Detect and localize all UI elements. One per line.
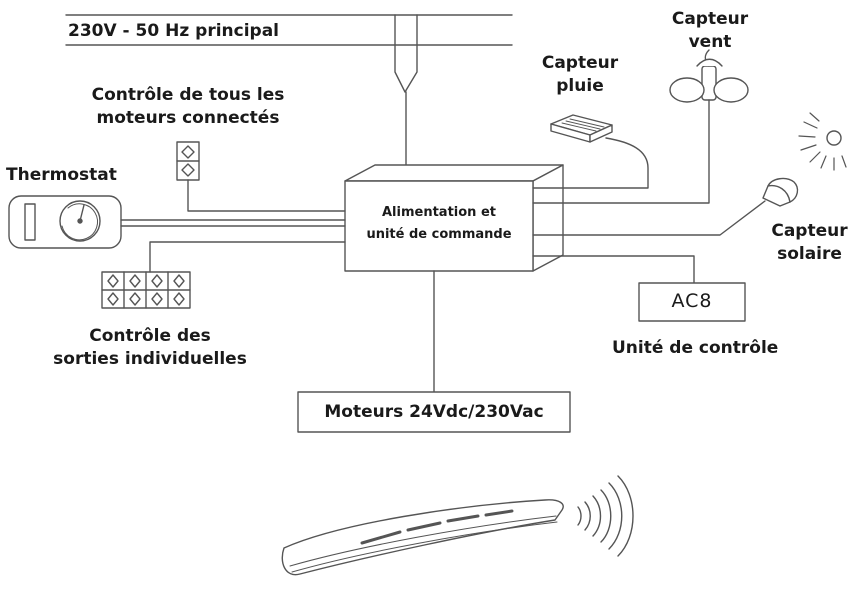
switch-bank-wire [149, 241, 346, 273]
remote-control-icon [281, 499, 564, 576]
mains-label: 230V - 50 Hz principal [68, 21, 280, 41]
individual-outputs-label-line2: sorties individuelles [53, 349, 247, 369]
control-unit-box [638, 282, 746, 322]
control-all-label-line1: Contrôle de tous les [91, 85, 285, 105]
wind-sensor-wire [532, 99, 710, 204]
rain-sensor-label-line2: pluie [556, 76, 604, 96]
rain-sensor-icon [550, 114, 613, 143]
solar-sensor-wire [532, 200, 766, 236]
control-all-wire [187, 179, 346, 212]
solar-sensor-label-line2: solaire [777, 244, 842, 264]
motors-label: Moteurs 24Vdc/230Vac [324, 402, 544, 422]
wind-sensor-label-line2: vent [688, 32, 732, 52]
switch-bank-icon [101, 271, 191, 309]
solar-sensor-label: Capteur solaire [760, 220, 859, 266]
individual-outputs-label-line1: Contrôle des [89, 326, 211, 346]
rain-sensor-label: Capteur pluie [530, 52, 630, 98]
power-unit-label-line2: unité de commande [366, 227, 512, 242]
control-all-label-line2: moteurs connectés [96, 108, 280, 128]
wind-sensor-label-line1: Capteur [671, 9, 749, 29]
control-unit-label: Unité de contrôle [612, 338, 779, 358]
power-unit-label: Alimentation et unité de commande [345, 202, 533, 246]
plug-icon [394, 14, 418, 93]
thermostat-icon [8, 195, 122, 249]
rain-sensor-label-line1: Capteur [541, 53, 619, 73]
thermostat-label: Thermostat [6, 165, 117, 185]
control-unit-code: AC8 [671, 290, 713, 312]
solar-sensor-icon [762, 177, 799, 207]
rain-sensor-wire [532, 137, 649, 189]
sun-icon [798, 112, 847, 171]
individual-outputs-label: Contrôle des sorties individuelles [30, 325, 270, 371]
wind-sensor-label: Capteur vent [665, 8, 755, 54]
solar-sensor-label-line1: Capteur [771, 221, 848, 241]
control-unit-wire [532, 255, 695, 284]
double-switch-icon [176, 141, 200, 181]
power-unit-label-line1: Alimentation et [382, 205, 496, 220]
signal-waves-icon [577, 475, 634, 557]
anemometer-icon [669, 49, 749, 103]
control-all-label: Contrôle de tous les moteurs connectés [78, 84, 298, 130]
motors-box [297, 391, 571, 433]
